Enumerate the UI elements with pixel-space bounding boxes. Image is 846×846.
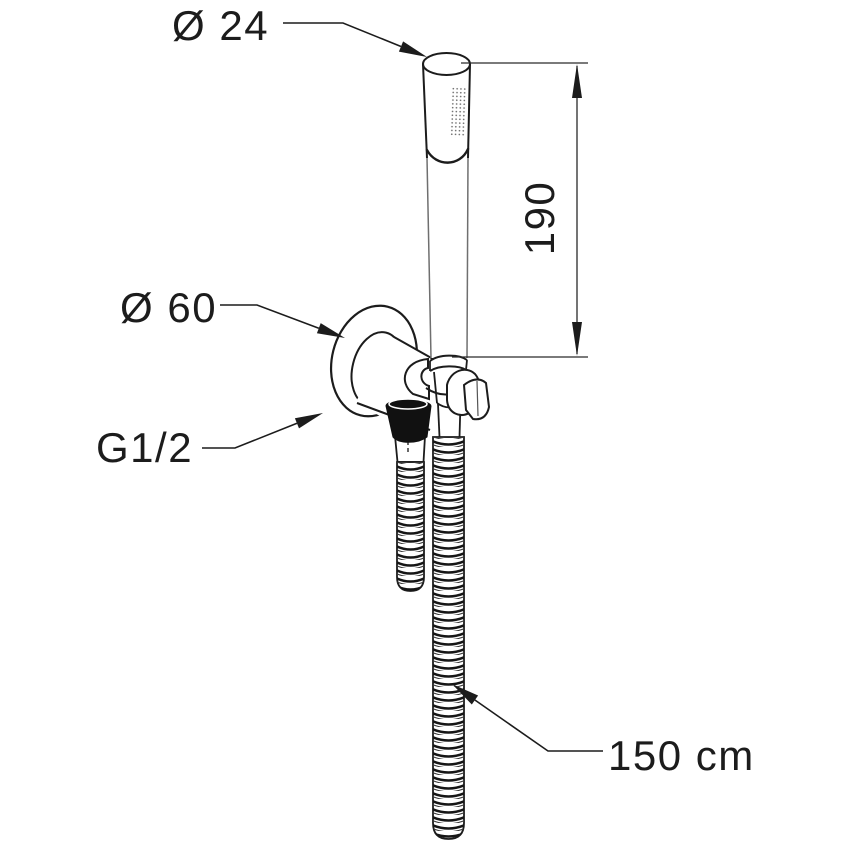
thread-nut (385, 398, 432, 443)
wall-outlet-flange (329, 304, 459, 442)
label-hose-length: 150 cm (608, 732, 755, 779)
leader-thread-size-arrow (294, 413, 323, 429)
handle-ring-top (429, 354, 468, 362)
thread-nut-body (385, 399, 432, 443)
leader-flange-diameter-arrow (316, 323, 345, 338)
hose-right (432, 436, 465, 840)
wand-head-bottom-joint (425, 147, 470, 164)
wand-handle-right-edge (466, 157, 469, 359)
leader-thread-size-line (202, 422, 298, 449)
wand-top-ellipse (422, 52, 471, 76)
label-flange-diameter: Ø 60 (120, 284, 217, 331)
cone-left (433, 371, 438, 404)
leader-head-diameter (283, 22, 427, 57)
wand-handle-left-edge (426, 157, 432, 359)
wand-head-left-edge (422, 63, 428, 159)
leader-hose-length (452, 684, 603, 752)
hose-left (393, 433, 427, 592)
outlet-body (355, 337, 458, 442)
thread-nut-highlight (388, 398, 428, 410)
dimension-arrow-bottom (572, 322, 582, 356)
label-head-diameter: Ø 24 (172, 2, 269, 49)
holder-paddle-seam (476, 380, 479, 417)
hose-right-ribs (433, 437, 464, 839)
leader-flange-diameter (220, 304, 345, 338)
leader-head-diameter-arrow (398, 41, 427, 57)
holder-paddle-front (462, 378, 491, 421)
shower-holder (425, 368, 491, 421)
wand-head-right-edge (467, 63, 471, 159)
leader-hose-length-line (474, 699, 603, 752)
label-thread-size: G1/2 (96, 424, 193, 471)
holder-band (403, 357, 430, 401)
cone-lower-left (437, 403, 441, 438)
spray-face-dots (449, 87, 467, 138)
hose-left-ribs (397, 462, 424, 591)
dimension-label-190: 190 (516, 181, 563, 256)
leader-thread-size (202, 413, 323, 449)
leader-hose-length-arrow (452, 684, 479, 705)
dimension-190-group (452, 62, 588, 358)
leader-flange-diameter-line (220, 304, 320, 329)
handle-ring-right (465, 359, 468, 371)
dimension-arrow-top (572, 64, 582, 98)
wand-fill (423, 64, 470, 358)
leader-head-diameter-line (283, 22, 402, 48)
